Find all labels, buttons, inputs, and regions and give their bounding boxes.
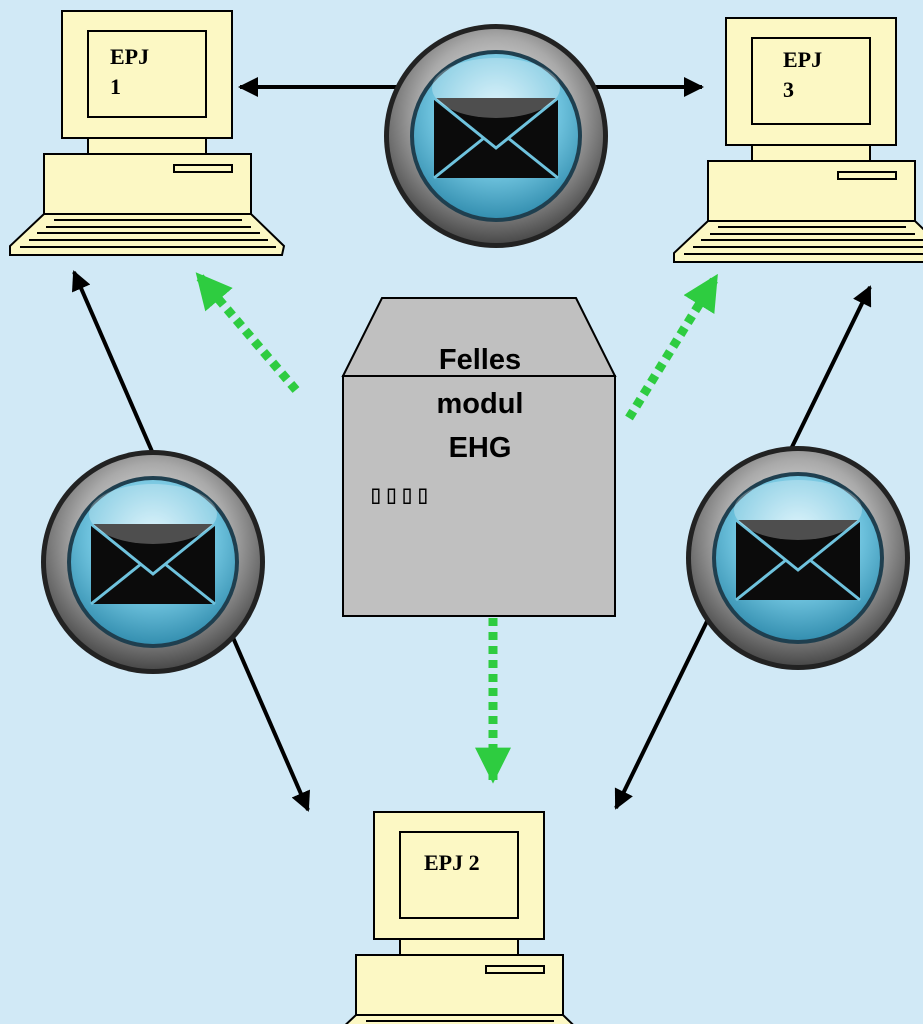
envelope-icon-left [39, 448, 267, 676]
dotted-arrow-to-epj1 [194, 272, 300, 393]
epj3-label: EPJ 3 [783, 47, 823, 102]
envelope-icon-top [382, 22, 610, 250]
epj2-label: EPJ 2 [424, 850, 480, 875]
shared-module-box [341, 297, 617, 617]
module-label: Felles modul EHG [345, 338, 615, 470]
epj1-label: EPJ 1 [110, 44, 150, 99]
module-glyphs: ▯▯▯▯ [368, 480, 431, 510]
module-label-line3: EHG [448, 432, 512, 464]
envelope-icon-right [684, 444, 912, 672]
dotted-arrow-to-epj3 [625, 273, 720, 421]
module-label-line2: modul [436, 388, 524, 420]
computer-epj2-icon [321, 811, 597, 1024]
module-label-line1: Felles [438, 344, 522, 376]
